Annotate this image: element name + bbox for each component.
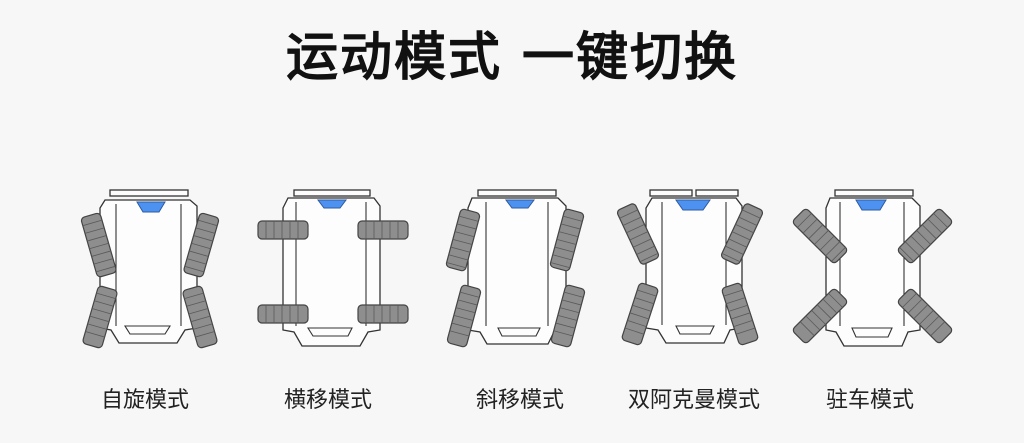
lateral-move-label: 横移模式 <box>283 388 372 413</box>
dual-ackermann-diagram <box>616 189 764 346</box>
dual-ackermann-vehicle-icon <box>604 180 784 360</box>
diagonal-move-label: 斜移模式 <box>475 388 564 413</box>
dual-ackermann-label: 双阿克曼模式 <box>627 388 760 413</box>
diagonal-move-vehicle-icon <box>430 180 610 360</box>
parking-mode-vehicle-icon <box>780 180 960 360</box>
page-title: 运动模式 一键切换 <box>285 28 739 88</box>
spin-mode-vehicle-icon <box>55 180 235 360</box>
lateral-move-vehicle-icon <box>238 180 418 360</box>
lateral-move-diagram <box>257 189 409 347</box>
spin-mode-label: 自旋模式 <box>100 388 189 413</box>
parking-mode-label: 驻车模式 <box>825 388 914 413</box>
spin-mode-diagram <box>80 189 220 349</box>
parking-mode-diagram <box>792 189 953 347</box>
diagonal-move-diagram <box>445 189 586 348</box>
